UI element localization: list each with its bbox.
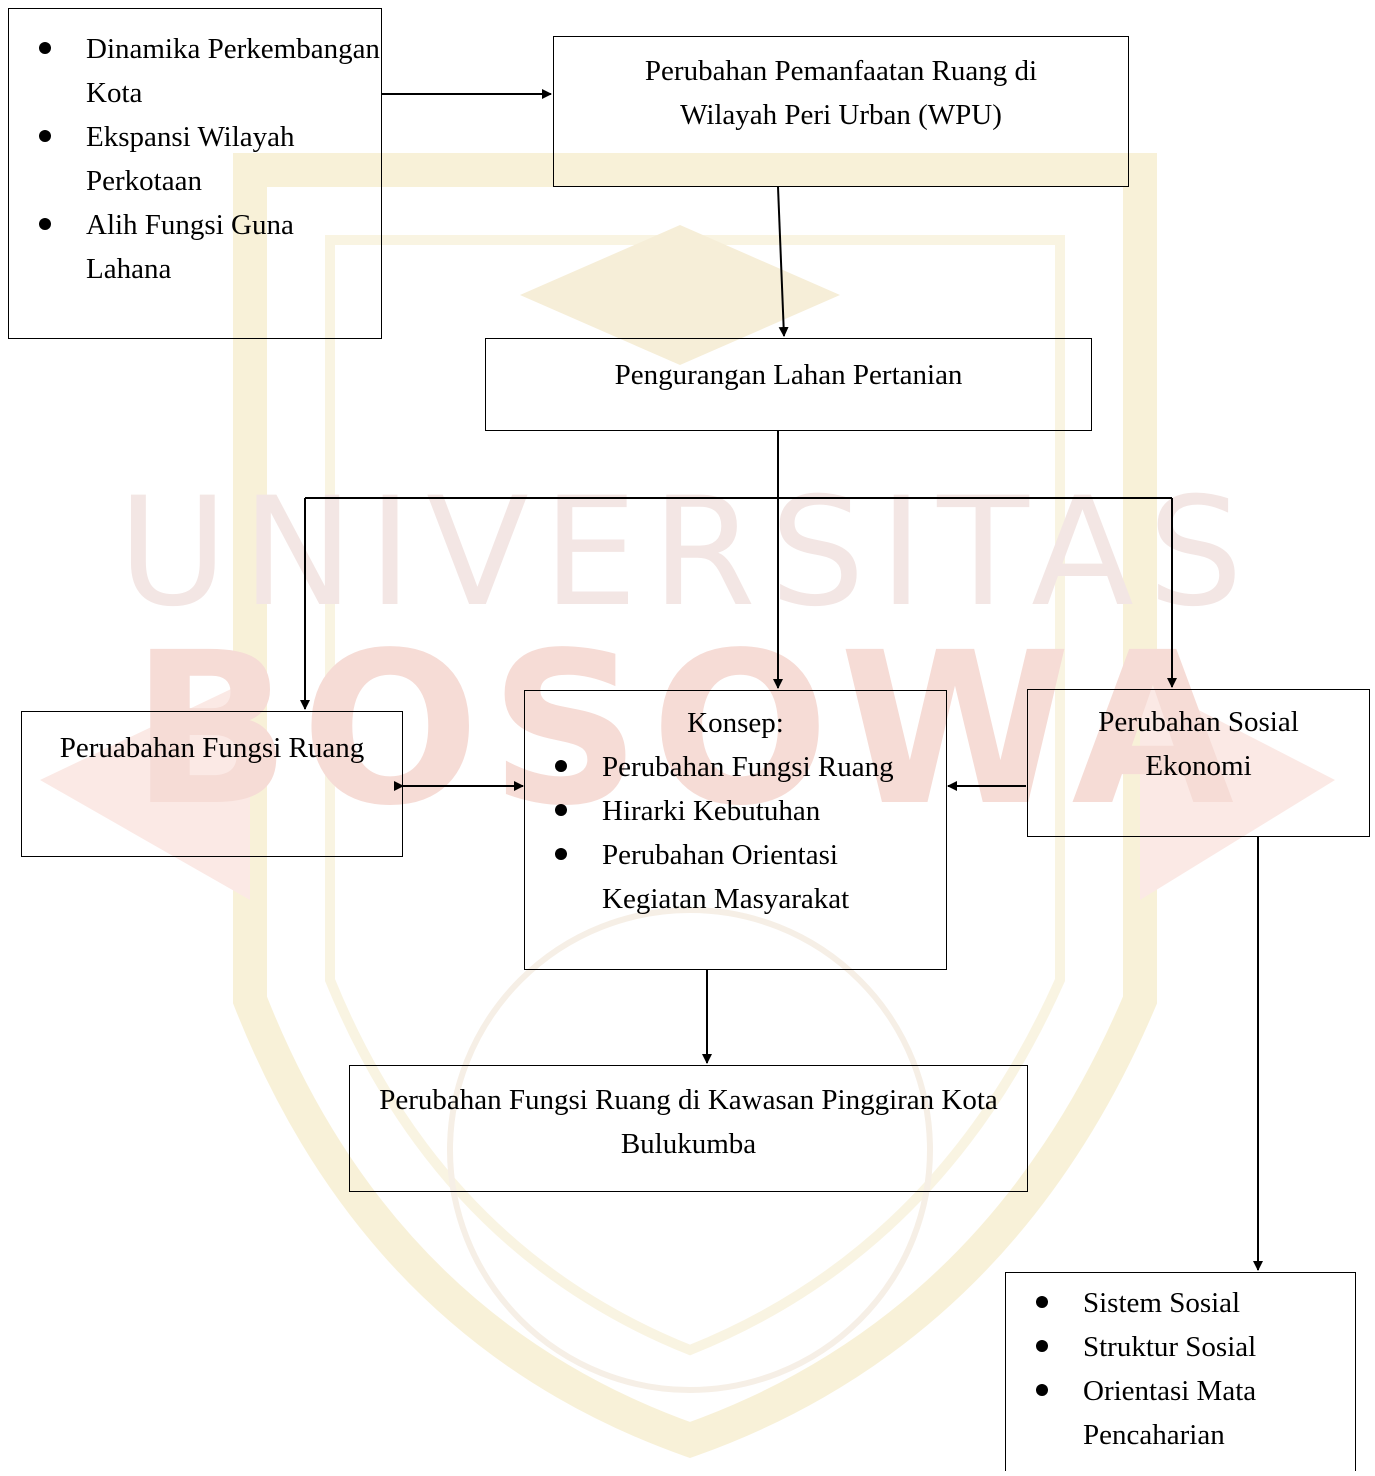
drivers-item: Ekspansi Wilayah Perkotaan	[9, 115, 381, 203]
konsep-item: Perubahan Fungsi Ruang	[525, 745, 946, 789]
fungsi-box: Peruabahan Fungsi Ruang	[21, 711, 403, 857]
sosek-box: Perubahan Sosial Ekonomi	[1027, 689, 1370, 837]
lahan-text: Pengurangan Lahan Pertanian	[614, 359, 963, 391]
drivers-item: Alih Fungsi Guna Lahana	[9, 203, 381, 291]
konsep-box: Konsep: Perubahan Fungsi Ruang Hirarki K…	[524, 690, 947, 970]
sosial-item: Orientasi Mata Pencaharian	[1006, 1369, 1355, 1457]
drivers-item: Dinamika Perkembangan Kota	[9, 27, 381, 115]
sosial-item: Struktur Sosial	[1006, 1325, 1355, 1369]
wpu-box: Perubahan Pemanfaatan Ruang di Wilayah P…	[553, 36, 1129, 187]
konsep-title: Konsep:	[687, 707, 784, 739]
sosek-text: Perubahan Sosial Ekonomi	[1098, 706, 1299, 782]
hasil-box: Perubahan Fungsi Ruang di Kawasan Pinggi…	[349, 1065, 1028, 1192]
lahan-box: Pengurangan Lahan Pertanian	[485, 338, 1092, 431]
drivers-box: Dinamika Perkembangan Kota Ekspansi Wila…	[8, 8, 382, 339]
sosial-list: Sistem Sosial Struktur Sosial Orientasi …	[1006, 1281, 1355, 1457]
wpu-text: Perubahan Pemanfaatan Ruang di Wilayah P…	[644, 55, 1038, 131]
fungsi-text: Peruabahan Fungsi Ruang	[59, 732, 365, 764]
sosial-item: Sistem Sosial	[1006, 1281, 1355, 1325]
hasil-text: Perubahan Fungsi Ruang di Kawasan Pinggi…	[379, 1084, 998, 1160]
konsep-item: Perubahan Orientasi Kegiatan Masyarakat	[525, 833, 946, 921]
arrow-wpu-lahan	[777, 186, 789, 337]
konsep-list: Perubahan Fungsi Ruang Hirarki Kebutuhan…	[525, 745, 946, 921]
drivers-list: Dinamika Perkembangan Kota Ekspansi Wila…	[9, 27, 381, 291]
konsep-item: Hirarki Kebutuhan	[525, 789, 946, 833]
sosial-box: Sistem Sosial Struktur Sosial Orientasi …	[1005, 1272, 1356, 1471]
